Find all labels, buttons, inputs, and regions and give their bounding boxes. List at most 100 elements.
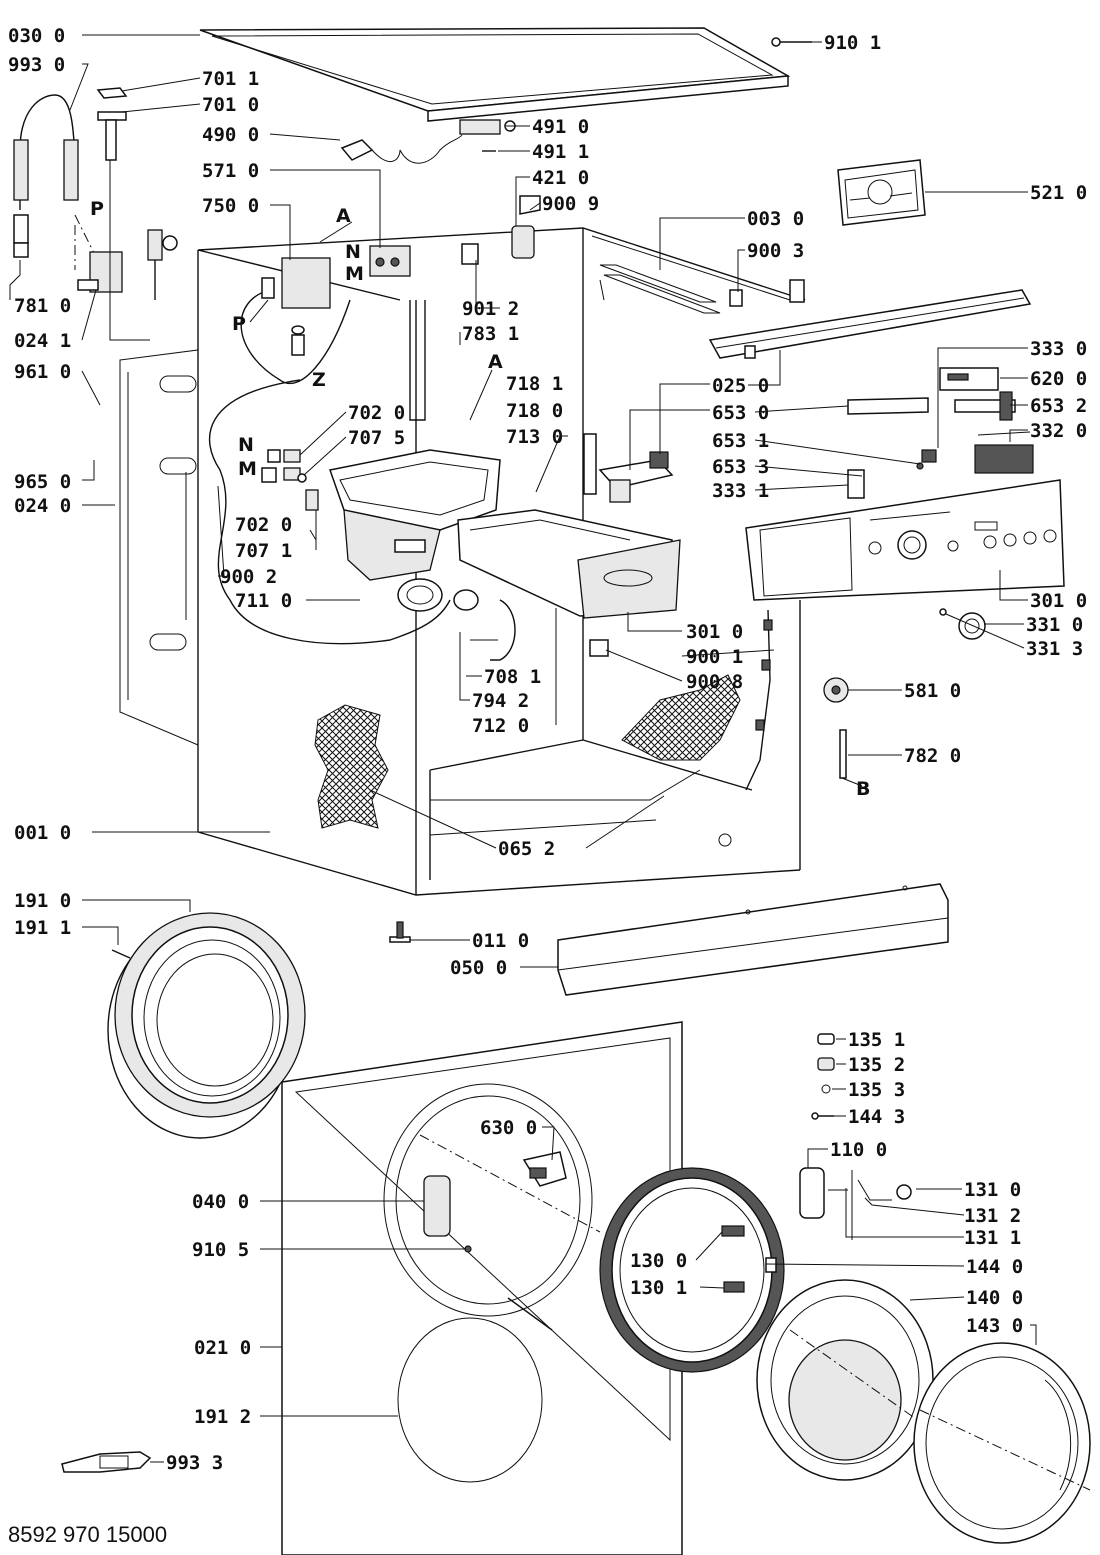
label-050-0: 050 0 [450,957,507,979]
door-seal-gasket [107,912,306,1139]
label-333-1: 333 1 [712,480,769,502]
label-030-0: 030 0 [8,25,65,47]
label-025-0: 025 0 [712,375,769,397]
electronic-control-board [837,159,926,226]
mark-n-top: N [345,241,361,263]
label-130-1: 130 1 [630,1277,687,1299]
label-135-1: 135 1 [848,1029,905,1051]
label-711-0: 711 0 [235,590,292,612]
program-knob [939,608,986,640]
leader-lines [9,34,1037,1463]
label-331-0: 331 0 [1026,614,1083,636]
label-040-0: 040 0 [192,1191,249,1213]
console-support-rail [708,289,1032,359]
door-frame-ring [599,1167,785,1373]
drain-access-hole [718,833,732,847]
label-900-1: 900 1 [686,646,743,668]
mark-m-top: M [345,263,364,285]
valves-nm [261,449,319,511]
label-024-1: 024 1 [14,330,71,352]
label-571-0: 571 0 [202,160,259,182]
label-750-0: 750 0 [202,195,259,217]
label-961-0: 961 0 [14,361,71,383]
label-794-2: 794 2 [472,690,529,712]
label-131-1: 131 1 [964,1227,1021,1249]
label-144-3: 144 3 [848,1106,905,1128]
mark-a-dispenser: A [488,351,503,373]
reference-marks: P A N M P Z A N M B [90,198,870,800]
label-718-1: 718 1 [506,373,563,395]
pressure-switch [823,677,849,703]
label-781-0: 781 0 [14,295,71,317]
label-707-1: 707 1 [235,540,292,562]
label-130-0: 130 0 [630,1250,687,1272]
label-993-0: 993 0 [8,54,65,76]
mark-z: Z [312,369,326,391]
label-965-0: 965 0 [14,471,71,493]
label-653-0: 653 0 [712,402,769,424]
label-011-0: 011 0 [472,930,529,952]
label-301-0-console: 301 0 [1030,590,1087,612]
cabinet-frame [197,227,806,896]
label-712-0: 712 0 [472,715,529,737]
label-653-3: 653 3 [712,456,769,478]
label-708-1: 708 1 [484,666,541,688]
label-135-2: 135 2 [848,1054,905,1076]
screw-910-1 [771,37,812,47]
label-910-1: 910 1 [824,32,881,54]
label-701-1: 701 1 [202,68,259,90]
label-718-0: 718 0 [506,400,563,422]
detergent-drawer [457,509,681,619]
plinth-kick-plate [557,883,949,996]
label-701-0: 701 0 [202,94,259,116]
inlet-valve [77,229,178,300]
label-900-8: 900 8 [686,671,743,693]
label-653-2: 653 2 [1030,395,1087,417]
mark-a-top: A [336,205,351,227]
label-143-0: 143 0 [966,1315,1023,1337]
label-144-0: 144 0 [966,1256,1023,1278]
label-001-0: 001 0 [14,822,71,844]
label-332-0: 332 0 [1030,420,1087,442]
label-653-1: 653 1 [712,430,769,452]
detergent-zone-outline [208,289,451,645]
label-024-0: 024 0 [14,495,71,517]
foot-screw [389,921,411,943]
label-131-2: 131 2 [964,1205,1021,1227]
door-key-tool [61,1451,152,1473]
label-491-1: 491 1 [532,141,589,163]
rear-panel [119,349,199,746]
capacitor-421 [461,195,541,265]
console-electronics [847,367,1034,499]
rear-cross-rail [599,264,743,314]
door-outer-ring [913,1342,1091,1544]
label-003-0: 003 0 [747,208,804,230]
side-wiring-harness [589,609,773,791]
door-glass-inner [756,1279,961,1481]
label-630-0: 630 0 [480,1117,537,1139]
label-782-0: 782 0 [904,745,961,767]
label-191-1: 191 1 [14,917,71,939]
document-number: 8592 970 15000 [8,1522,167,1547]
label-140-0: 140 0 [966,1287,1023,1309]
mark-p-filter: P [232,313,246,335]
label-783-1: 783 1 [462,323,519,345]
label-707-5: 707 5 [348,427,405,449]
label-910-5: 910 5 [192,1239,249,1261]
label-521-0: 521 0 [1030,182,1087,204]
label-191-0: 191 0 [14,890,71,912]
interference-filter [261,257,331,356]
label-901-2: 901 2 [462,298,519,320]
label-620-0: 620 0 [1030,368,1087,390]
door-hinge-parts [799,1167,912,1240]
front-panel [281,1021,683,1555]
label-900-3: 900 3 [747,240,804,262]
sound-insulation-right [621,674,741,761]
label-301-0-drawer: 301 0 [686,621,743,643]
label-333-0: 333 0 [1030,338,1087,360]
mains-cable [340,119,516,164]
top-panel [199,27,791,122]
cover-clip [96,87,150,341]
